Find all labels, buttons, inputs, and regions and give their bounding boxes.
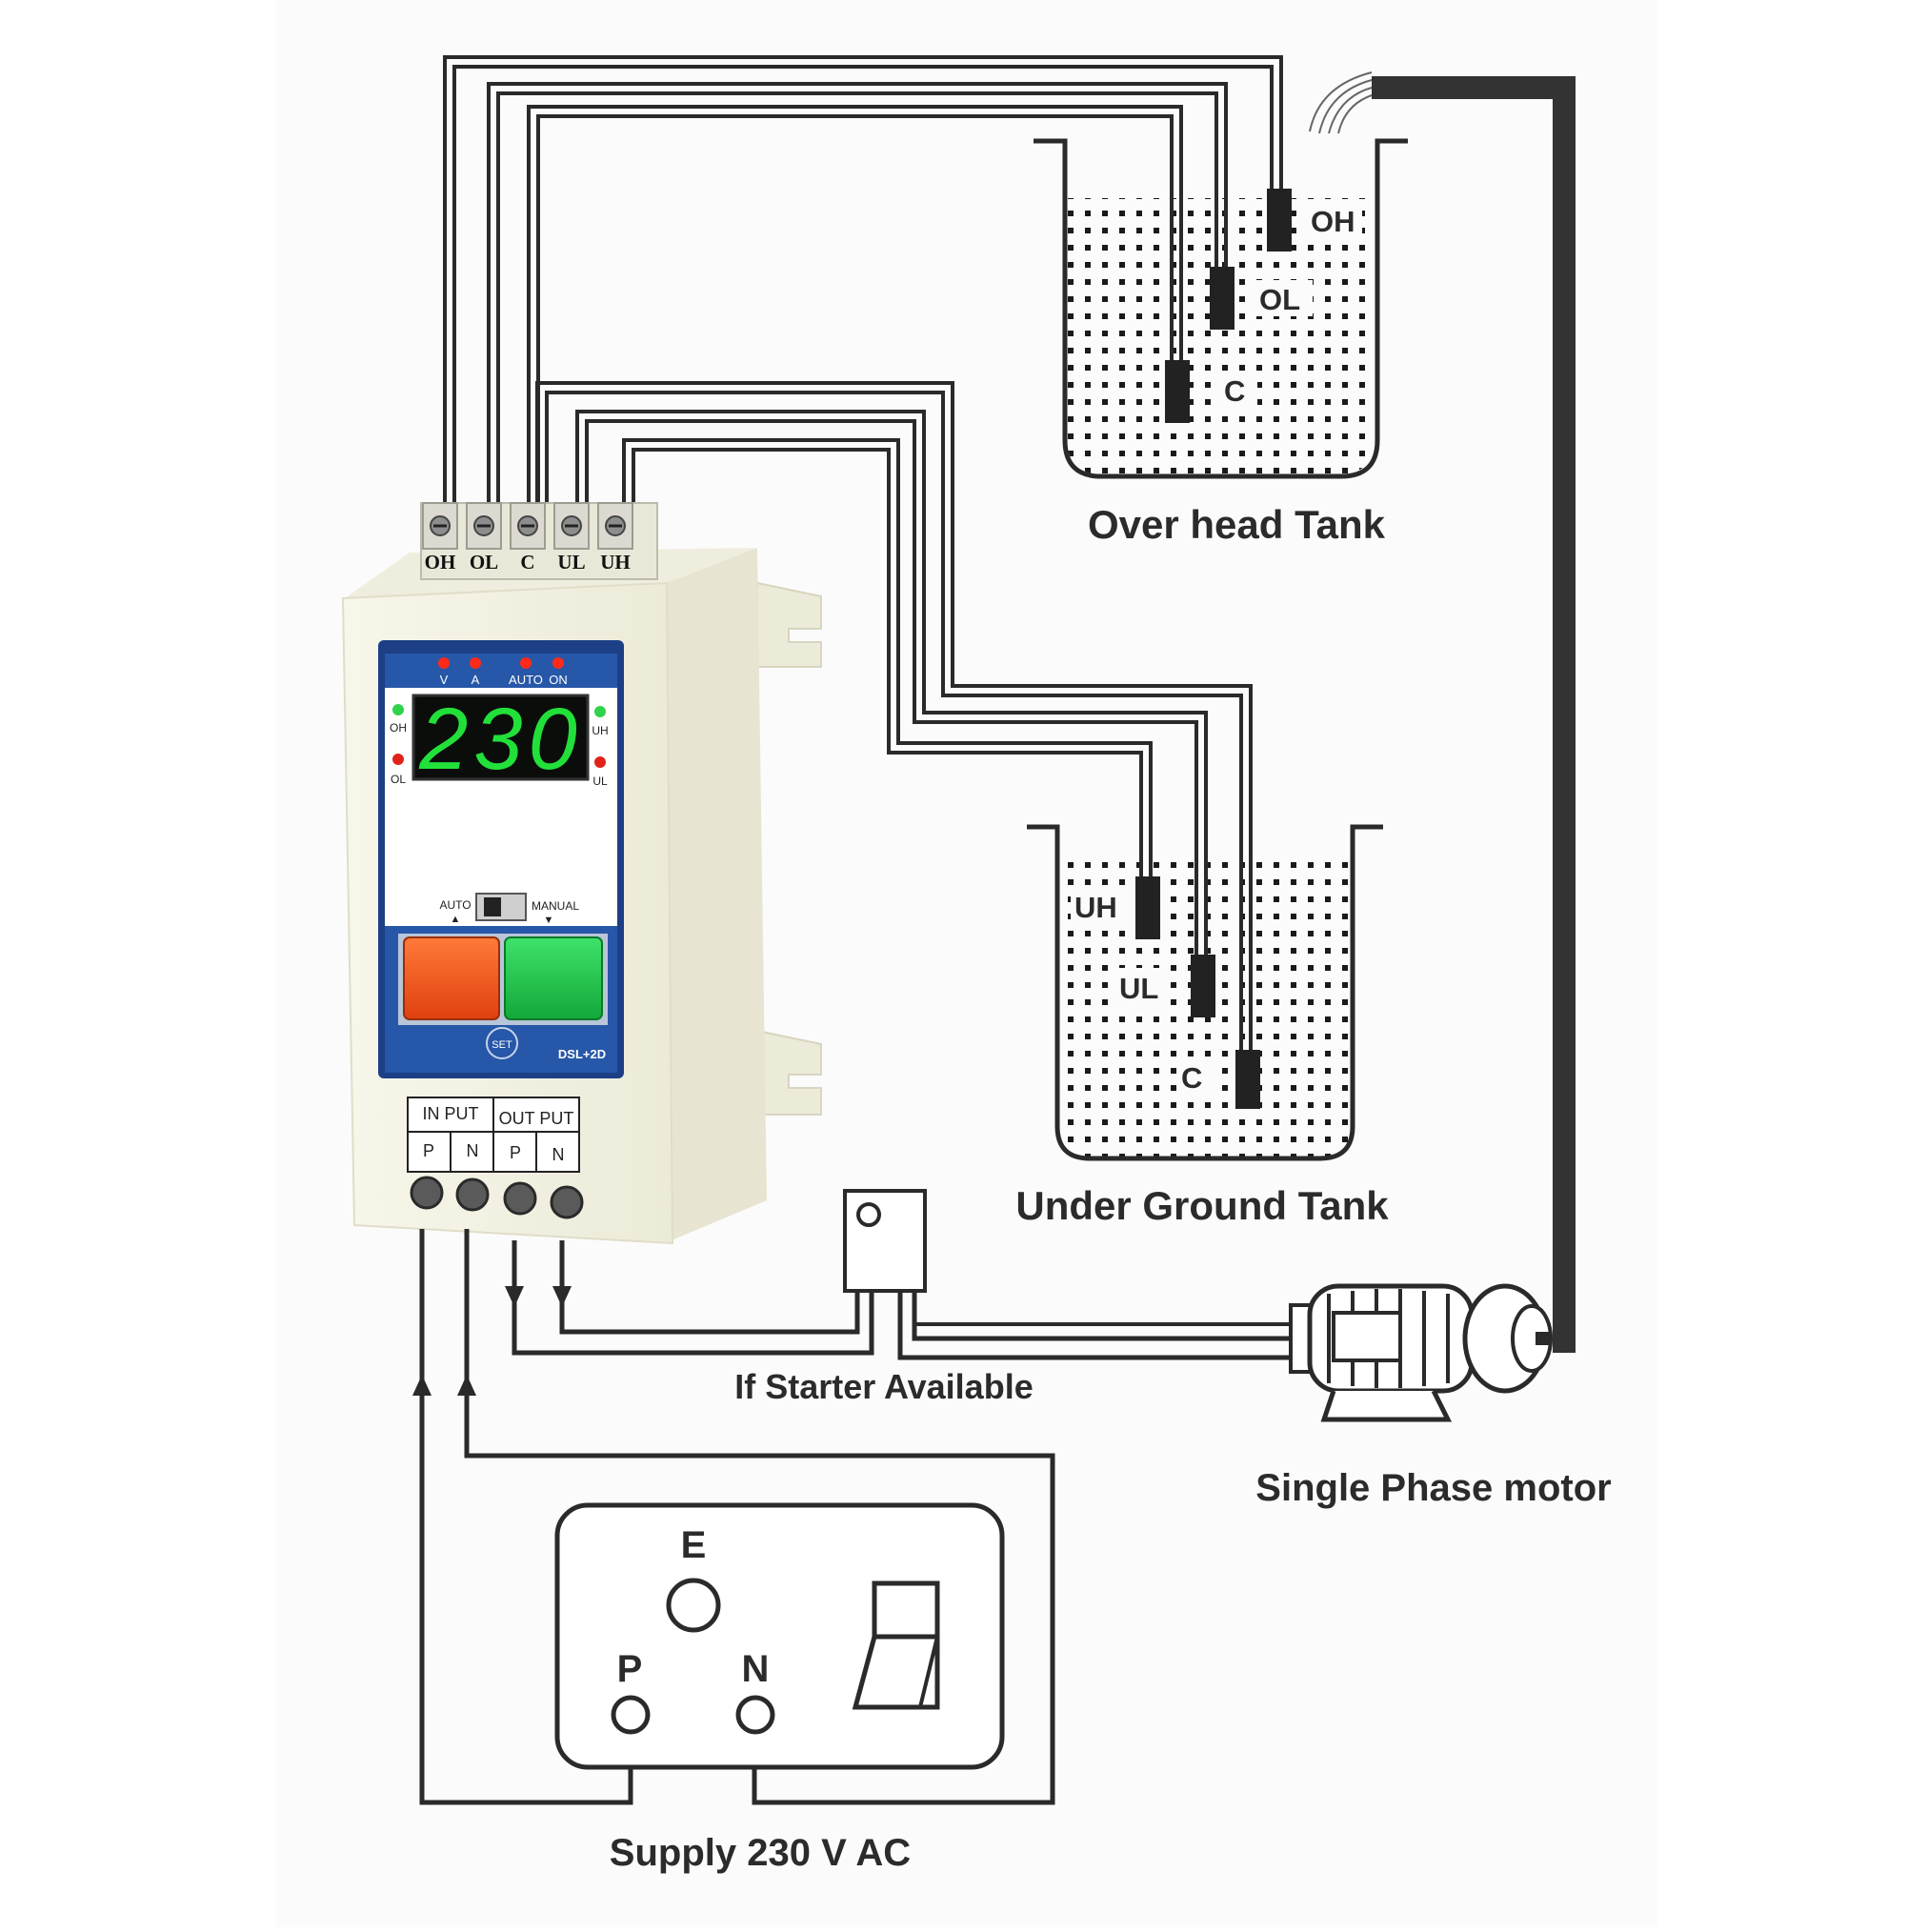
terminal-label: UL (557, 551, 585, 574)
io-pin-4: N (552, 1145, 565, 1164)
probe-uh (1135, 876, 1160, 939)
terminal-1 (422, 502, 458, 550)
front-panel: V A AUTO ON 230 OH OL UH UL AUTO ▲ MANUAL ▼ (378, 640, 624, 1078)
led-on (552, 657, 564, 669)
motor: Single Phase motor (1255, 1283, 1612, 1509)
socket-pin-n: N (742, 1648, 770, 1690)
overhead-tank: Over head Tank OH OL C (1034, 138, 1408, 547)
starter-label: If Starter Available (734, 1367, 1033, 1406)
io-input-header: IN PUT (422, 1104, 478, 1123)
terminal-label: C (520, 551, 534, 574)
set-button[interactable] (486, 1027, 518, 1059)
starter-box: If Starter Available (734, 1189, 1034, 1406)
set-button-label: SET (492, 1039, 512, 1051)
io-pin-2: N (467, 1141, 479, 1160)
led-v (438, 657, 450, 669)
svg-text:▼: ▼ (544, 915, 554, 926)
sensor-wires (443, 55, 1283, 1050)
led-ol-label: OL (391, 773, 406, 786)
supply-label: Supply 230 V AC (610, 1832, 911, 1874)
socket-pin-e: E (681, 1524, 707, 1566)
io-output-header: OUT PUT (499, 1109, 574, 1128)
start-button[interactable] (504, 936, 603, 1020)
io-table: IN PUT OUT PUT P N P N (407, 1097, 580, 1173)
led-a (470, 657, 481, 669)
probe-ol-label: OL (1259, 283, 1300, 316)
model-label: DSL+2D (558, 1047, 606, 1061)
probe-c-overhead-label: C (1224, 374, 1245, 408)
socket-pin-p: P (617, 1648, 643, 1690)
probe-ol (1210, 267, 1234, 330)
digital-display (411, 694, 590, 781)
probe-oh-label: OH (1311, 205, 1355, 238)
terminal-label: UH (600, 551, 631, 574)
terminal-label: OH (425, 551, 456, 574)
probe-c-underground (1235, 1050, 1260, 1109)
io-connectors (410, 1176, 584, 1219)
motor-label: Single Phase motor (1255, 1467, 1611, 1509)
supply-socket: E P N Supply 230 V AC (554, 1502, 1005, 1874)
overhead-tank-title: Over head Tank (1088, 502, 1386, 547)
io-pin-1: P (423, 1141, 434, 1160)
probe-uh-label: UH (1074, 891, 1117, 924)
led-label: V (440, 673, 449, 687)
terminal-label: OL (470, 551, 498, 574)
terminal-block: OH OL C UL UH (420, 502, 658, 580)
probe-oh (1267, 189, 1292, 252)
led-ul-label: UL (592, 775, 608, 788)
led-ul (594, 756, 606, 768)
led-oh-label: OH (390, 721, 407, 735)
probe-c-overhead (1165, 360, 1190, 423)
led-oh (392, 704, 404, 715)
io-pin-3: P (510, 1143, 521, 1162)
stop-button[interactable] (403, 936, 500, 1020)
led-ol (392, 754, 404, 765)
probe-ul (1191, 955, 1215, 1017)
probe-c-underground-label: C (1181, 1061, 1202, 1095)
controller-unit: OH OL C UL UH V A AUTO ON 230 OH OL UH UL AUTO … (341, 502, 822, 1245)
display-reading: 230 (418, 691, 583, 788)
led-label: AUTO (509, 673, 543, 687)
power-wires (412, 1229, 1291, 1805)
led-uh (594, 706, 606, 717)
led-label: A (472, 673, 480, 687)
outlet-pipe (1309, 71, 1576, 1353)
led-uh-label: UH (592, 724, 608, 737)
led-auto (520, 657, 532, 669)
led-label: ON (549, 673, 568, 687)
underground-tank: Under Ground Tank UH UL C (1015, 824, 1389, 1228)
mode-auto-label: AUTO (439, 898, 471, 912)
probe-ul-label: UL (1119, 972, 1158, 1005)
svg-text:▲: ▲ (451, 914, 461, 925)
mode-manual-label: MANUAL (532, 899, 579, 913)
underground-tank-title: Under Ground Tank (1015, 1183, 1389, 1228)
